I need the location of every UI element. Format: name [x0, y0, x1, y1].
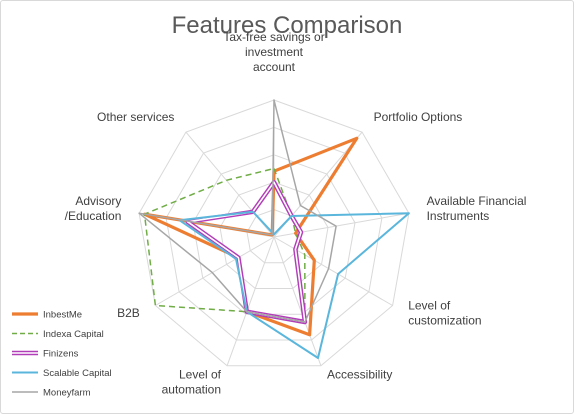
legend-item-0: InbestMe	[12, 310, 82, 321]
legend-label: Indexa Capital	[43, 329, 104, 340]
axis-label-line: Level of	[179, 368, 222, 382]
legend-item-4: Moneyfarm	[12, 388, 91, 399]
legend-label: Moneyfarm	[43, 388, 91, 399]
axis-label-4: Accessibility	[327, 368, 392, 382]
series-line	[138, 99, 337, 323]
series-4	[138, 99, 337, 323]
grid-ring-5	[138, 99, 410, 367]
axis-label-line: Available Financial	[427, 194, 527, 208]
legend-label: InbestMe	[43, 310, 82, 321]
axis-label-line: Level of	[408, 299, 451, 313]
grid-ring-3	[192, 154, 356, 315]
axis-label-line: investment	[245, 45, 304, 59]
grid-ring-4	[165, 126, 383, 341]
axis-label-7: Advisory/Education	[65, 194, 122, 223]
axis-label-6: B2B	[117, 306, 140, 320]
series-line	[143, 167, 306, 323]
axis-label-line: automation	[162, 383, 221, 397]
axis-label-line: Portfolio Options	[374, 110, 463, 124]
axis-label-line: /Education	[65, 209, 122, 223]
legend-label: Scalable Capital	[43, 368, 112, 379]
series-1	[143, 167, 306, 323]
legend-item-1: Indexa Capital	[12, 329, 104, 340]
axis-label-line: Advisory	[75, 194, 121, 208]
series-line	[178, 210, 410, 359]
grid-spoke-5	[226, 236, 275, 366]
legend-item-2: Finizens	[12, 349, 79, 360]
series-3	[178, 210, 410, 359]
axis-label-line: customization	[408, 314, 481, 328]
grid-ring-2	[219, 181, 329, 289]
series-group	[138, 99, 410, 359]
series-2	[185, 179, 308, 325]
axis-label-8: Other services	[97, 110, 174, 124]
axis-label-line: Instruments	[427, 209, 490, 223]
axis-label-1: Portfolio Options	[374, 110, 463, 124]
axis-label-line: Accessibility	[327, 368, 392, 382]
axis-label-line: account	[253, 60, 296, 74]
axis-label-line: Tax-free savings or	[223, 30, 324, 44]
legend-item-3: Scalable Capital	[12, 368, 112, 379]
axis-label-line: Other services	[97, 110, 174, 124]
legend-label: Finizens	[43, 349, 79, 360]
series-line-outer	[185, 179, 308, 325]
axis-label-line: B2B	[117, 306, 140, 320]
grid-spoke-6	[155, 236, 275, 306]
grid-spoke-4	[273, 236, 322, 366]
series-0	[142, 136, 359, 337]
series-line	[142, 136, 359, 337]
chart-title: Features Comparison	[172, 12, 403, 39]
